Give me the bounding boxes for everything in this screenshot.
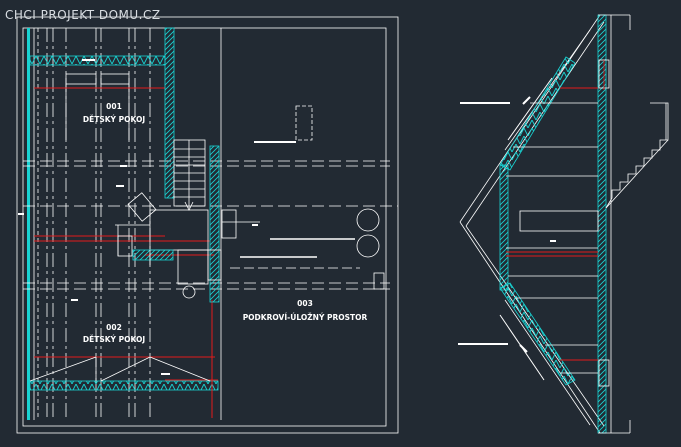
section-cuts [34,87,218,418]
room-001-number: 001 [106,102,122,111]
bottom-insulation-band [29,380,219,391]
staircase [173,139,206,211]
upper-slope-insulation [499,56,576,171]
section-view [458,14,669,434]
dimension-marks [18,59,258,375]
section-floors [506,102,599,374]
watermark-text: CHCI PROJEKT DOMU.CZ [5,8,161,22]
outer-stair-profile [605,102,669,209]
top-insulation-band [29,55,166,66]
section-dimensions [458,77,556,381]
core-area [115,192,260,299]
core-wall-hatch [209,145,220,303]
floor-plan [16,16,399,434]
room-003-elements [230,105,385,290]
plan-frame-outer [16,16,399,434]
rafter-lines [46,28,151,420]
room-003-number: 003 [297,299,313,308]
section-red-cuts [506,87,598,361]
left-wall-insulation [27,28,30,420]
room-003-name: PODKROVÍ-ÚLOŽNÝ PROSTOR [243,313,368,322]
room-002-name: DĚTSKÝ POKOJ [83,335,145,344]
room-001-name: DĚTSKÝ POKOJ [83,115,145,124]
knee-wall-insulation [499,164,509,291]
room-002-number: 002 [106,323,122,332]
stair-wall-hatch [164,27,175,199]
room-labels: 001 DĚTSKÝ POKOJ 002 DĚTSKÝ POKOJ 003 PO… [83,102,368,344]
dormer-001 [65,73,97,85]
plan-frame-inner [22,27,387,427]
room-002-dormer [29,356,211,382]
